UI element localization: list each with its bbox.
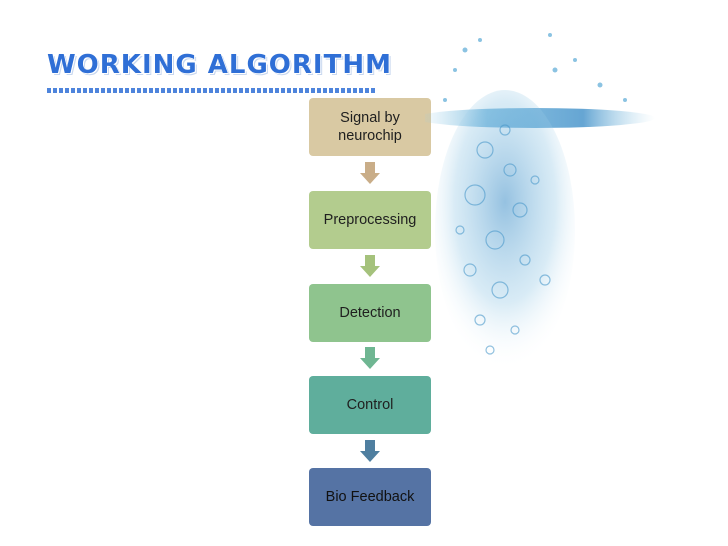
step-signal-box: Signal by neurochip: [309, 98, 431, 156]
splash-droplets: [443, 33, 627, 102]
slide-title: Working Algorithm: [47, 50, 392, 80]
step-arrow-1: [360, 162, 380, 184]
step-preprocessing-label: Preprocessing: [323, 211, 417, 228]
step-arrow-2: [360, 255, 380, 277]
step-detection-label: Detection: [339, 304, 401, 321]
step-biofeedback-label: Bio Feedback: [325, 488, 415, 505]
title-underline: [47, 88, 377, 93]
step-arrow-4: [360, 440, 380, 462]
step-arrow-3: [360, 347, 380, 369]
arrow-shape-3: [360, 347, 380, 369]
step-detection-box: Detection: [309, 284, 431, 342]
water-splash-icon: [425, 33, 655, 370]
step-control-box: Control: [309, 376, 431, 434]
splash-bubbles: [455, 124, 551, 355]
arrow-shape-1: [360, 162, 380, 184]
splash-plume: [435, 90, 575, 370]
arrow-shape-2: [360, 255, 380, 277]
step-signal-label: Signal by neurochip: [338, 109, 402, 144]
step-control-label: Control: [346, 396, 394, 413]
arrow-shape-4: [360, 440, 380, 462]
step-biofeedback-box: Bio Feedback: [309, 468, 431, 526]
step-preprocessing-box: Preprocessing: [309, 191, 431, 249]
